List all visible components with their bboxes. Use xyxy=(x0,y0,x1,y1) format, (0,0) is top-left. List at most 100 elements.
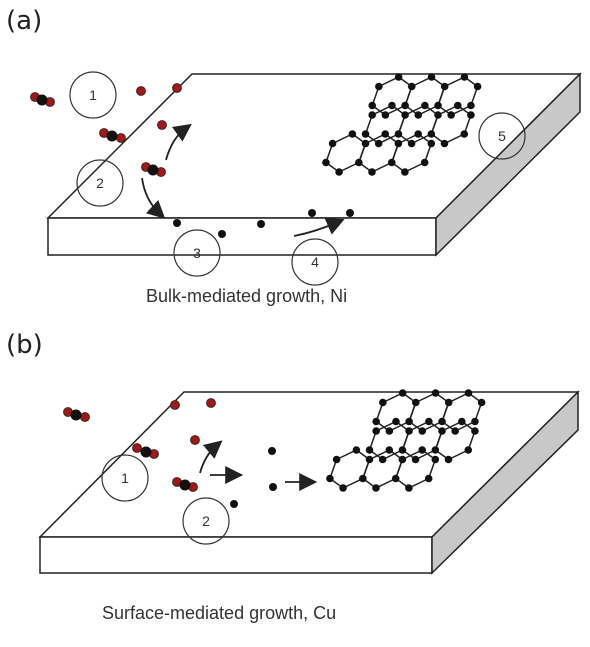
lattice-carbon-atom xyxy=(401,111,409,119)
lattice-carbon-atom xyxy=(332,455,341,464)
lattice-carbon-atom xyxy=(447,111,455,119)
carbon-atom xyxy=(218,230,226,238)
step-circle-1: 1 xyxy=(69,71,117,119)
lattice-carbon-atom xyxy=(339,484,347,492)
lattice-carbon-atom xyxy=(388,101,396,110)
svg-text:2: 2 xyxy=(96,175,104,191)
carbon-atom xyxy=(230,500,238,508)
lattice-carbon-atom xyxy=(434,111,442,119)
dissolution-arrow xyxy=(141,177,166,219)
lattice-carbon-atom xyxy=(444,398,453,407)
svg-text:1: 1 xyxy=(121,470,129,486)
methane-molecule xyxy=(141,162,166,177)
hydrogen-atom xyxy=(172,83,182,93)
lattice-carbon-atom xyxy=(434,101,442,110)
hydrogen-atom xyxy=(136,86,146,96)
hydrogen-atom xyxy=(170,400,180,410)
lattice-carbon-atom xyxy=(322,158,330,167)
slab-front-face xyxy=(47,217,437,256)
lattice-carbon-atom xyxy=(418,446,426,454)
lattice-carbon-atom xyxy=(385,427,394,435)
lattice-carbon-atom xyxy=(421,101,429,110)
svg-text:1: 1 xyxy=(89,87,97,103)
lattice-carbon-atom xyxy=(444,455,453,464)
lattice-carbon-atom xyxy=(365,446,374,454)
lattice-carbon-atom xyxy=(425,417,433,426)
svg-text:2: 2 xyxy=(202,513,210,529)
lattice-carbon-atom xyxy=(348,130,357,138)
step-circle-1: 1 xyxy=(101,454,149,502)
panel-b-caption: Surface-mediated growth, Cu xyxy=(102,603,337,623)
slab-side-face xyxy=(435,72,581,257)
lattice-carbon-atom xyxy=(451,427,459,435)
lattice-carbon-atom xyxy=(418,427,427,435)
lattice-carbon-atom xyxy=(477,398,486,407)
lattice-carbon-atom xyxy=(414,111,423,119)
methane-molecule xyxy=(99,128,126,143)
lattice-carbon-atom xyxy=(411,398,420,407)
lattice-carbon-atom xyxy=(372,417,381,426)
carbon-atom xyxy=(268,447,276,455)
lattice-carbon-atom xyxy=(427,139,436,148)
lattice-carbon-atom xyxy=(431,446,440,454)
lattice-carbon-atom xyxy=(438,427,446,435)
lattice-carbon-atom xyxy=(381,130,390,138)
panel-a-slab xyxy=(46,72,582,257)
lattice-carbon-atom xyxy=(374,139,383,148)
step-circle-4: 4 xyxy=(291,238,339,286)
lattice-carbon-atom xyxy=(440,139,449,148)
lattice-carbon-atom xyxy=(438,417,446,426)
slab-top-face xyxy=(38,391,580,538)
hydrogen-atom xyxy=(190,435,200,445)
lattice-carbon-atom xyxy=(420,158,429,167)
carbon-atom xyxy=(269,483,277,491)
lattice-carbon-atom xyxy=(372,427,380,435)
lattice-carbon-atom xyxy=(368,111,376,119)
graphene-lattice-a xyxy=(322,73,482,176)
svg-text:4: 4 xyxy=(311,254,319,270)
lattice-carbon-atom xyxy=(427,130,436,138)
lattice-carbon-atom xyxy=(467,111,475,119)
slab-front-face xyxy=(39,536,433,574)
desorption-arrow xyxy=(165,123,192,161)
lattice-carbon-atom xyxy=(460,130,469,138)
panel-b-molecules xyxy=(63,398,277,508)
lattice-carbon-atom xyxy=(335,168,343,176)
panel-a-molecules xyxy=(30,83,354,238)
methane-molecule xyxy=(172,477,198,492)
lattice-carbon-atom xyxy=(379,398,387,407)
lattice-carbon-atom xyxy=(326,474,334,483)
lattice-carbon-atom xyxy=(398,455,407,464)
lattice-carbon-atom xyxy=(401,101,409,110)
panel-a-caption: Bulk-mediated growth, Ni xyxy=(146,286,348,306)
lattice-carbon-atom xyxy=(407,82,416,91)
lattice-carbon-atom xyxy=(401,168,409,176)
carbon-atom xyxy=(257,220,265,228)
svg-text:5: 5 xyxy=(498,128,506,144)
lattice-carbon-atom xyxy=(398,446,407,454)
lattice-carbon-atom xyxy=(381,111,390,119)
desorption-arrow xyxy=(199,440,223,474)
lattice-carbon-atom xyxy=(471,427,479,435)
lattice-carbon-atom xyxy=(407,139,416,148)
lattice-carbon-atom xyxy=(405,484,413,492)
svg-text:3: 3 xyxy=(193,245,201,261)
lattice-carbon-atom xyxy=(368,101,377,110)
graphene-lattice-b xyxy=(326,389,486,492)
lattice-carbon-atom xyxy=(431,389,440,397)
lattice-carbon-atom xyxy=(385,446,394,454)
lattice-carbon-atom xyxy=(352,446,361,454)
lattice-carbon-atom xyxy=(414,130,422,138)
lattice-carbon-atom xyxy=(372,484,380,492)
lattice-carbon-atom xyxy=(392,417,400,426)
step-circle-5: 5 xyxy=(478,112,526,160)
lattice-carbon-atom xyxy=(368,168,376,176)
carbon-atom xyxy=(308,209,316,217)
lattice-carbon-atom xyxy=(359,474,367,483)
lattice-carbon-atom xyxy=(394,73,403,81)
lattice-carbon-atom xyxy=(375,82,383,91)
lattice-carbon-atom xyxy=(464,446,473,454)
lattice-carbon-atom xyxy=(457,417,466,426)
lattice-carbon-atom xyxy=(405,417,413,426)
